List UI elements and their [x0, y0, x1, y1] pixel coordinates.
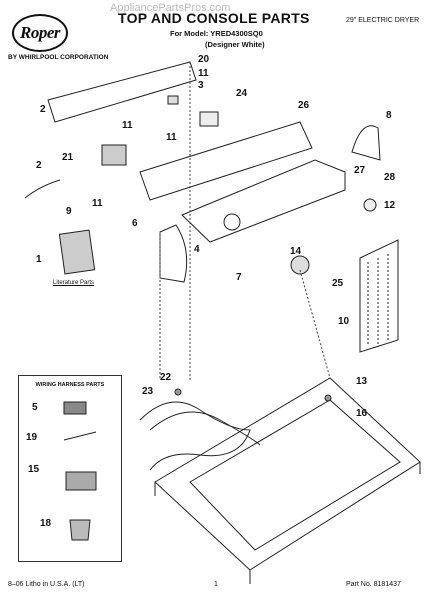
wiring-harness-box: WIRING HARNESS PARTS — [18, 375, 122, 562]
callout-2: 2 — [40, 104, 46, 115]
part-22-clip — [174, 388, 182, 396]
callout-11: 11 — [92, 198, 103, 209]
callout-26: 26 — [298, 100, 310, 111]
callout-6: 6 — [132, 218, 138, 229]
callout-15: 15 — [28, 464, 40, 475]
callout-16: 16 — [356, 408, 368, 419]
literature-parts-label: Literature Parts — [53, 280, 95, 286]
brand-name: Roper — [20, 23, 61, 42]
callout-14: 14 — [290, 246, 302, 257]
part-23-harness-wire — [149, 411, 261, 446]
callout-11: 11 — [166, 132, 177, 143]
part-21-assembly — [101, 144, 127, 166]
callout-1: 1 — [36, 254, 42, 265]
part-3-clip — [167, 95, 179, 105]
part-15-block — [65, 471, 97, 491]
harness-box-title: WIRING HARNESS PARTS — [35, 382, 105, 388]
callout-28: 28 — [384, 172, 396, 183]
watermark: AppliancePartsPros.com — [110, 2, 231, 14]
product-type: 29" ELECTRIC DRYER — [346, 17, 420, 24]
callout-18: 18 — [40, 518, 52, 529]
callout-3: 3 — [198, 80, 204, 91]
callout-4: 4 — [194, 244, 200, 255]
callout-8: 8 — [386, 110, 392, 121]
part-23-harness — [139, 401, 251, 471]
part-20-back-panel — [47, 61, 197, 123]
callout-9: 9 — [66, 206, 72, 217]
part-27-console-panel — [181, 159, 346, 243]
footer-part-number: Part No. 8181437 — [346, 581, 401, 588]
callout-23: 23 — [142, 386, 154, 397]
callout-21: 21 — [62, 152, 74, 163]
callout-5: 5 — [32, 402, 38, 413]
brand-subtitle: BY WHIRLPOOL CORPORATION — [8, 54, 109, 61]
leader-line — [299, 269, 331, 379]
part-1-literature — [58, 229, 96, 275]
part-25-knob — [290, 255, 310, 275]
callout-13: 13 — [356, 376, 368, 387]
part-10-lint-screen — [359, 239, 399, 353]
callout-12: 12 — [384, 200, 396, 211]
part-13-screw — [324, 394, 332, 402]
callout-20: 20 — [198, 54, 210, 65]
footer-page-number: 1 — [214, 581, 218, 588]
console-dial-opening — [223, 213, 241, 231]
part-8-end-cap — [351, 125, 381, 161]
part-9-wire — [24, 179, 61, 199]
part-26-console-rail — [139, 121, 313, 201]
callout-19: 19 — [26, 432, 38, 443]
callout-25: 25 — [332, 278, 344, 289]
callout-10: 10 — [338, 316, 350, 327]
part-18-bracket — [69, 519, 91, 541]
callout-11: 11 — [198, 68, 209, 79]
part-19-wire — [63, 431, 97, 441]
page-title: TOP AND CONSOLE PARTS — [118, 10, 310, 26]
callout-2: 2 — [36, 160, 42, 171]
callout-11: 11 — [122, 120, 133, 131]
part-5-connector — [63, 401, 87, 415]
top-inner-lid — [189, 399, 401, 551]
callout-22: 22 — [160, 372, 172, 383]
part-12-knob — [363, 198, 377, 212]
brand-logo: Roper — [12, 14, 68, 52]
part-24-switch — [199, 111, 219, 127]
part-4-end-cap — [159, 224, 188, 283]
model-variant: (Designer White) — [205, 40, 265, 49]
callout-27: 27 — [354, 165, 366, 176]
callout-24: 24 — [236, 88, 248, 99]
model-line: For Model: YRED4300SQ0 — [170, 29, 263, 38]
footer-litho: 8–06 Litho in U.S.A. (LT) — [8, 581, 85, 588]
callout-7: 7 — [236, 272, 242, 283]
